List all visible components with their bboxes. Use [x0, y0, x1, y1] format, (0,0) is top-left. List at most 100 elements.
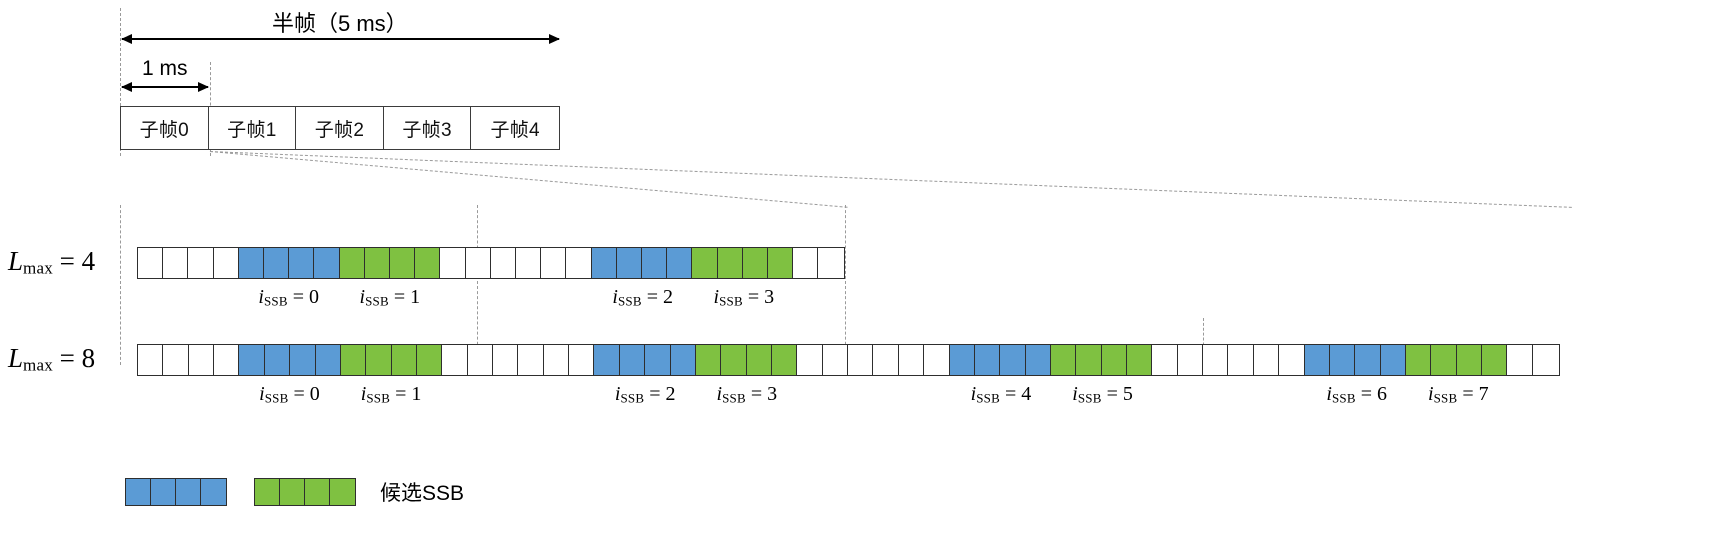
issb-label-1-5: iSSB = 5	[1072, 383, 1133, 407]
symbol-cell-blue	[264, 345, 291, 375]
issb-value: = 0	[287, 286, 319, 308]
symbol-cell-white	[440, 248, 466, 278]
issb-var: i	[359, 286, 366, 308]
symbol-cell-white	[188, 248, 214, 278]
symbol-cell-white	[569, 345, 595, 375]
symbol-cell-white	[1152, 345, 1178, 375]
symbol-cell-white	[138, 248, 164, 278]
symbol-cell-white	[213, 248, 239, 278]
symbol-cell-green	[717, 248, 743, 278]
issb-subscript: SSB	[1433, 390, 1458, 406]
symbol-cell-green	[1431, 345, 1457, 375]
subframe-cell-4: 子帧4	[490, 119, 540, 141]
legend-swatch-green	[254, 478, 356, 506]
row-label-lmax4: Lmax = 4	[8, 246, 95, 279]
symbol-cell-blue	[616, 248, 643, 278]
symbol-cell-green	[721, 345, 747, 375]
symbol-cell-white	[1203, 345, 1229, 375]
issb-value: = 3	[745, 383, 778, 405]
symbol-cell-blue	[290, 345, 316, 375]
issb-subscript: SSB	[617, 293, 642, 309]
subframe-cell-2: 子帧2	[296, 107, 384, 149]
issb-var: i	[1072, 383, 1078, 405]
symbol-cell-green	[415, 248, 441, 278]
issb-value: = 3	[742, 286, 775, 308]
symbol-cell-blue	[949, 345, 975, 375]
symbol-cell-green	[1050, 345, 1077, 375]
symbol-cell-green	[1405, 345, 1432, 375]
issb-value: = 2	[641, 286, 673, 308]
onems-label: 1 ms	[142, 57, 188, 80]
symbol-cell-white	[848, 345, 874, 375]
issb-var: i	[612, 286, 618, 308]
legend-cell-blue	[126, 479, 151, 505]
issb-value: = 0	[288, 383, 320, 405]
issb-label-1-7: iSSB = 7	[1428, 383, 1489, 407]
symbol-cell-white	[518, 345, 544, 375]
symbol-cell-white	[898, 345, 925, 375]
row-label-lmax8-eq: = 8	[52, 343, 96, 373]
symbol-cell-white	[163, 345, 189, 375]
issb-label-1-3: iSSB = 3	[717, 383, 778, 407]
issb-subscript: SSB	[264, 390, 289, 406]
symbol-cell-green	[1482, 345, 1508, 375]
legend-cell-green	[280, 479, 305, 505]
issb-label-1-2: iSSB = 2	[615, 383, 676, 407]
subframe-cell-0: 子帧0	[121, 107, 209, 149]
guide-line-left	[120, 8, 121, 156]
symbol-cell-white	[442, 345, 468, 375]
issb-var: i	[259, 383, 265, 405]
issb-value: = 1	[388, 286, 421, 308]
symbol-cell-green	[1101, 345, 1128, 375]
symbol-cell-white	[1228, 345, 1254, 375]
symbol-cell-white	[465, 248, 491, 278]
symbol-cell-blue	[642, 248, 668, 278]
issb-label-0-1: iSSB = 1	[360, 286, 421, 310]
symbol-cell-blue	[591, 248, 617, 278]
symbol-cell-blue	[1329, 345, 1356, 375]
guide-line-row-b	[477, 205, 478, 365]
symbol-cell-blue	[264, 248, 290, 278]
symbol-cell-white	[822, 345, 849, 375]
symbol-cell-white	[1253, 345, 1280, 375]
guide-line-row-c	[845, 205, 846, 365]
issb-subscript: SSB	[722, 390, 746, 406]
symbol-cell-green	[364, 248, 391, 278]
issb-subscript: SSB	[1077, 390, 1102, 406]
symbol-cell-white	[1532, 345, 1559, 375]
symbol-cell-white	[541, 248, 567, 278]
symbol-cell-blue	[667, 248, 693, 278]
issb-value: = 2	[644, 383, 676, 405]
issb-var: i	[258, 286, 264, 308]
issb-subscript: SSB	[263, 293, 288, 309]
symbol-cell-blue	[1304, 345, 1330, 375]
issb-label-0-3: iSSB = 3	[714, 286, 775, 310]
issb-value: = 4	[999, 383, 1032, 405]
symbol-cell-green	[768, 248, 794, 278]
symbol-cell-blue	[1355, 345, 1381, 375]
symbol-cell-white	[516, 248, 542, 278]
legend-swatch-blue	[125, 478, 227, 506]
symbol-cell-white	[467, 345, 494, 375]
symbol-cell-blue	[1380, 345, 1406, 375]
symbol-cell-blue	[239, 345, 265, 375]
issb-var: i	[1428, 383, 1434, 405]
symbol-cell-blue	[289, 248, 315, 278]
symbol-cell-green	[746, 345, 772, 375]
symbol-cell-white	[1279, 345, 1305, 375]
issb-subscript: SSB	[719, 293, 743, 309]
symbol-cell-white	[1177, 345, 1204, 375]
issb-subscript: SSB	[365, 293, 389, 309]
symbol-row-lmax4	[137, 247, 845, 279]
legend-cell-green	[255, 479, 280, 505]
issb-value: = 6	[1355, 383, 1387, 405]
symbol-cell-green	[1456, 345, 1483, 375]
legend-cell-blue	[176, 479, 201, 505]
issb-label-0-2: iSSB = 2	[612, 286, 673, 310]
symbol-cell-green	[390, 248, 416, 278]
row-label-lmax8: Lmax = 8	[8, 343, 95, 376]
symbol-cell-blue	[619, 345, 646, 375]
